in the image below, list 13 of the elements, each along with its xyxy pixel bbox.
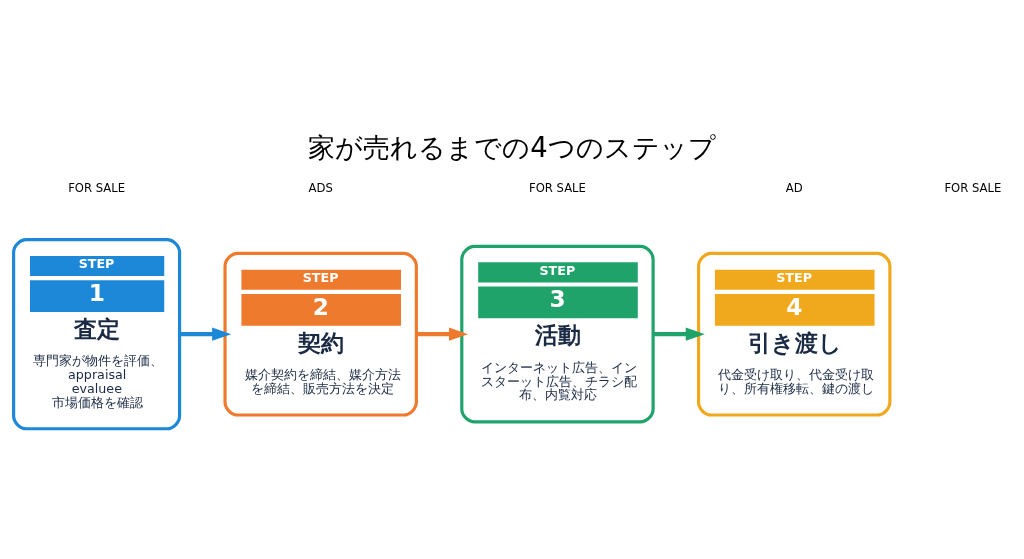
- label: FOR SALE: [944, 180, 1002, 195]
- arrow: [416, 327, 469, 341]
- node-box: STEP 2 契約 媒介契約を締結、媒介方法を締結、販売方法を決定: [223, 251, 418, 417]
- arrow: [179, 327, 232, 341]
- label: ADS: [308, 180, 333, 195]
- node-box: STEP 3 活動 インターネット広告、インスターット広告、チラシ配布、内覧対応: [460, 244, 655, 423]
- node-box: STEP 1 査定 専門家が物件を評価、 appraisal evaluee 市場価格を確認: [12, 237, 182, 430]
- label: FOR SALE: [529, 180, 586, 195]
- label: AD: [785, 180, 803, 195]
- arrow: [653, 327, 705, 341]
- node-box: STEP 4 引き渡し 代金受け取り、代金受け取り、所有権移転、鍵の渡し: [696, 251, 892, 417]
- label: FOR SALE: [68, 180, 126, 195]
- diagram-title: 家が売れるまでの4つのステップ: [308, 130, 716, 163]
